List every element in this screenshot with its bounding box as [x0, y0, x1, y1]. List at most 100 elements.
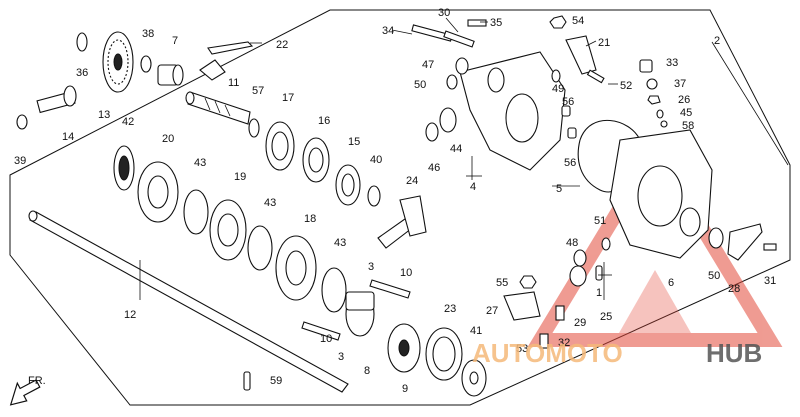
plate-29	[569, 265, 587, 287]
bolt-31	[763, 243, 777, 251]
gear-18	[275, 235, 317, 301]
bolt-53	[539, 333, 549, 349]
callout-41: 41	[470, 325, 482, 337]
callout-22: 22	[276, 39, 288, 51]
callout-25: 25	[600, 311, 612, 323]
gear-19	[209, 199, 247, 261]
pin-56b	[567, 127, 577, 139]
washer-45	[656, 109, 664, 119]
direction-label: FR.	[28, 375, 46, 387]
nut-26	[647, 95, 661, 105]
callout-9: 9	[402, 383, 408, 395]
callout-35: 35	[490, 17, 502, 29]
bolt-35	[467, 19, 487, 27]
spring-plate-10b	[301, 321, 341, 341]
callout-6: 6	[668, 277, 674, 289]
callout-28: 28	[728, 283, 740, 295]
callout-3b: 3	[338, 351, 344, 363]
callout-36: 36	[76, 67, 88, 79]
callout-56b: 56	[564, 157, 576, 169]
callout-43b: 43	[264, 197, 276, 209]
bearing-42	[113, 145, 135, 191]
pin-1	[595, 265, 603, 281]
spring-plate-10a	[369, 279, 411, 299]
callout-1: 1	[596, 287, 602, 299]
ring-43c	[321, 267, 347, 313]
callout-10a: 10	[400, 267, 412, 279]
callout-2: 2	[714, 35, 720, 47]
gear-16	[302, 137, 330, 183]
callout-30: 30	[438, 7, 450, 19]
callout-40: 40	[370, 154, 382, 166]
front-direction-arrow: FR.	[9, 375, 46, 406]
callout-50b: 50	[708, 270, 720, 282]
bearing-44	[439, 107, 457, 133]
callout-53: 53	[516, 343, 528, 355]
callout-16: 16	[318, 115, 330, 127]
watermark-text-hub: HUB	[706, 338, 762, 368]
callout-13: 13	[98, 109, 110, 121]
callout-37: 37	[674, 78, 686, 90]
shift-fork-22	[199, 41, 254, 81]
gear-17	[265, 121, 295, 171]
callout-52: 52	[620, 80, 632, 92]
callout-5: 5	[556, 183, 562, 195]
callout-44: 44	[450, 143, 462, 155]
assembly-frame	[9, 9, 791, 406]
callout-14: 14	[62, 131, 74, 143]
bolt-33	[639, 59, 653, 73]
callout-33: 33	[666, 57, 678, 69]
callout-10b: 10	[320, 333, 332, 345]
washer-41	[461, 359, 487, 397]
callout-55: 55	[496, 277, 508, 289]
gear-15	[335, 164, 361, 206]
callout-26: 26	[678, 94, 690, 106]
bolt-30	[443, 30, 475, 48]
seal-23	[425, 327, 463, 381]
callout-29: 29	[574, 317, 586, 329]
callout-43c: 43	[334, 237, 346, 249]
washer-39	[16, 114, 28, 130]
callout-17: 17	[282, 92, 294, 104]
washer-48	[573, 249, 587, 267]
washer-36	[76, 32, 88, 52]
callout-20: 20	[162, 133, 174, 145]
washer-49	[551, 69, 561, 83]
washer-40	[367, 185, 381, 207]
bolt-52	[586, 69, 605, 84]
gear-case-6	[609, 129, 713, 259]
gear-20	[137, 161, 179, 223]
callout-59: 59	[270, 375, 282, 387]
pin-59	[243, 371, 251, 391]
bolt-51	[601, 237, 611, 251]
nut-55	[519, 275, 537, 289]
seal-47	[455, 57, 469, 75]
mainshaft-11	[185, 91, 251, 125]
leader-lines	[139, 17, 789, 300]
callout-27: 27	[486, 305, 498, 317]
callout-32: 32	[558, 337, 570, 349]
part-number-labels: 1 2 3 3 4 5 6 7 8 9 10 10 11 12 13 14 15…	[14, 7, 776, 395]
callout-38: 38	[142, 28, 154, 40]
callout-46: 46	[428, 162, 440, 174]
circlip-57	[248, 118, 260, 138]
bracket-21	[565, 35, 597, 75]
callout-42: 42	[122, 116, 134, 128]
callout-51: 51	[594, 215, 606, 227]
nut-54	[549, 15, 567, 29]
callout-58: 58	[682, 120, 694, 132]
housing-4	[459, 51, 566, 171]
callout-4: 4	[470, 181, 476, 193]
callout-57: 57	[252, 85, 264, 97]
callout-47: 47	[422, 59, 434, 71]
pin-56a	[561, 105, 571, 117]
callout-7: 7	[172, 35, 178, 47]
callout-23: 23	[444, 303, 456, 315]
collar-7	[157, 64, 184, 86]
callout-12: 12	[124, 309, 136, 321]
bolt-32	[555, 305, 565, 321]
bevel-gear-13	[102, 31, 134, 93]
callout-31: 31	[764, 275, 776, 287]
callout-43a: 43	[194, 157, 206, 169]
washer-50b	[708, 227, 724, 249]
